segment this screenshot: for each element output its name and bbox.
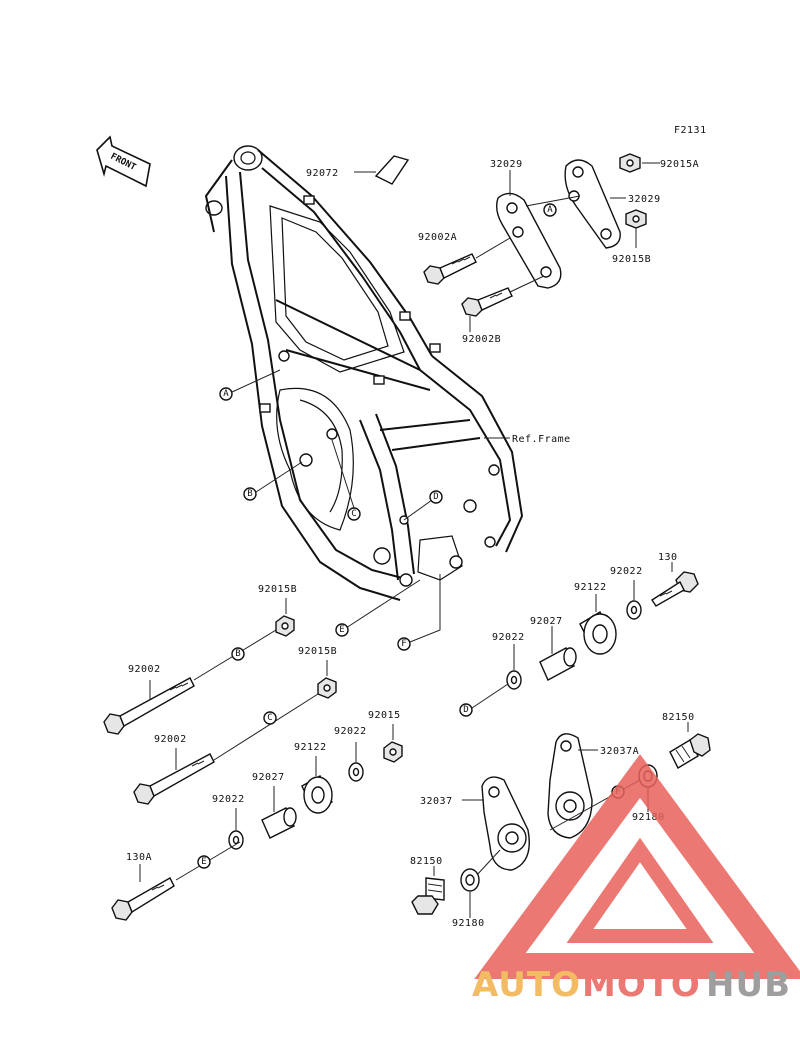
svg-text:92027: 92027: [530, 616, 563, 627]
part-32037-bracket: 32037: [420, 776, 530, 871]
part-92002-bolt-lower: 92002: [133, 734, 215, 805]
callout-E-lower: E: [197, 855, 211, 869]
motorcycle-frame: [205, 145, 523, 601]
callout-B-frame: B: [243, 487, 257, 501]
part-130-bolt: 130: [651, 552, 699, 607]
svg-text:92022: 92022: [610, 566, 643, 577]
part-130A-bolt: 130A: [111, 852, 175, 921]
svg-text:A: A: [547, 205, 553, 215]
svg-text:92002A: 92002A: [418, 232, 457, 243]
part-92072-clip: 92072: [306, 155, 410, 185]
svg-text:C: C: [351, 509, 356, 519]
svg-text:MOTO: MOTO: [582, 965, 701, 1005]
svg-text:B: B: [235, 649, 240, 659]
part-92015A-nut: 92015A: [619, 153, 699, 173]
front-arrow-icon: FRONT: [96, 135, 151, 188]
part-92002-bolt-upper: 92002: [103, 664, 195, 735]
svg-text:AUTO: AUTO: [472, 965, 581, 1005]
svg-text:92015A: 92015A: [660, 159, 699, 170]
svg-text:92015B: 92015B: [612, 254, 651, 265]
svg-text:E: E: [201, 857, 206, 867]
svg-text:92022: 92022: [212, 794, 245, 805]
part-82150-bolt-left: 82150: [410, 856, 445, 915]
svg-text:92002: 92002: [154, 734, 187, 745]
svg-text:82150: 82150: [662, 712, 695, 723]
svg-text:32029: 32029: [628, 194, 661, 205]
svg-text:92015B: 92015B: [258, 584, 297, 595]
ref-frame-label: Ref.Frame: [512, 434, 571, 445]
callout-B-lower: B: [231, 647, 245, 661]
svg-text:D: D: [463, 705, 468, 715]
part-92027-collar-right: 92027: [530, 616, 577, 681]
svg-text:82150: 82150: [410, 856, 443, 867]
svg-text:92015: 92015: [368, 710, 401, 721]
callout-A-upper: A: [543, 203, 557, 217]
callout-A-frame: A: [219, 387, 233, 401]
callout-C-frame: C: [347, 507, 361, 521]
part-92122-bushing-left: 92122: [294, 742, 333, 814]
svg-text:92180: 92180: [632, 812, 665, 823]
part-92015B-nut-mid: 92015B: [298, 646, 337, 699]
part-92002A-bolt: 92002A: [418, 232, 511, 285]
part-92022-washer-mid: 92022: [334, 726, 367, 782]
callout-D-frame: D: [429, 490, 443, 504]
svg-text:32029: 32029: [490, 159, 523, 170]
svg-text:32037A: 32037A: [600, 746, 639, 757]
svg-text:D: D: [433, 492, 438, 502]
svg-text:32037: 32037: [420, 796, 453, 807]
part-92002B-bolt: 92002B: [461, 275, 545, 345]
svg-text:92072: 92072: [306, 168, 339, 179]
svg-text:130: 130: [658, 552, 678, 563]
watermark-triangle-icon: [474, 754, 800, 979]
part-92027-collar-left: 92027: [252, 772, 297, 839]
part-32029-bracket-left: 32029: [490, 159, 562, 289]
svg-text:92122: 92122: [294, 742, 327, 753]
callout-D-lower: D: [459, 703, 473, 717]
part-92015-nut: 92015: [368, 710, 403, 763]
diagram-id: F2131: [674, 125, 707, 136]
svg-text:F: F: [401, 639, 406, 649]
part-92022-washer-left: 92022: [212, 794, 245, 850]
svg-text:92027: 92027: [252, 772, 285, 783]
svg-text:92122: 92122: [574, 582, 607, 593]
part-32029-bracket-right: 32029: [564, 159, 661, 249]
part-92022-washer-right2: 92022: [492, 632, 525, 690]
part-92015B-nut-left: 92015B: [258, 584, 297, 637]
svg-text:E: E: [339, 625, 344, 635]
svg-text:92022: 92022: [334, 726, 367, 737]
svg-text:C: C: [267, 713, 272, 723]
part-82150-bolt-right: 82150: [662, 712, 711, 769]
svg-text:92002: 92002: [128, 664, 161, 675]
callout-C-lower: C: [263, 711, 277, 725]
callout-F-frame: F: [397, 637, 411, 651]
part-92122-bushing-right: 92122: [574, 582, 617, 655]
svg-text:92180: 92180: [452, 918, 485, 929]
part-32037A-bracket: 32037A: [547, 733, 639, 839]
svg-text:HUB: HUB: [706, 965, 791, 1005]
svg-text:A: A: [223, 389, 229, 399]
svg-text:92002B: 92002B: [462, 334, 501, 345]
svg-text:92015B: 92015B: [298, 646, 337, 657]
part-92180-washer-left: 92180: [452, 868, 485, 929]
svg-text:130A: 130A: [126, 852, 152, 863]
part-92015B-nut-top: 92015B: [612, 209, 651, 265]
svg-text:B: B: [247, 489, 252, 499]
part-92022-washer-right: 92022: [610, 566, 643, 620]
callout-E-frame: E: [335, 623, 349, 637]
watermark-logo: AUTO MOTO HUB: [472, 754, 800, 1005]
svg-text:92022: 92022: [492, 632, 525, 643]
